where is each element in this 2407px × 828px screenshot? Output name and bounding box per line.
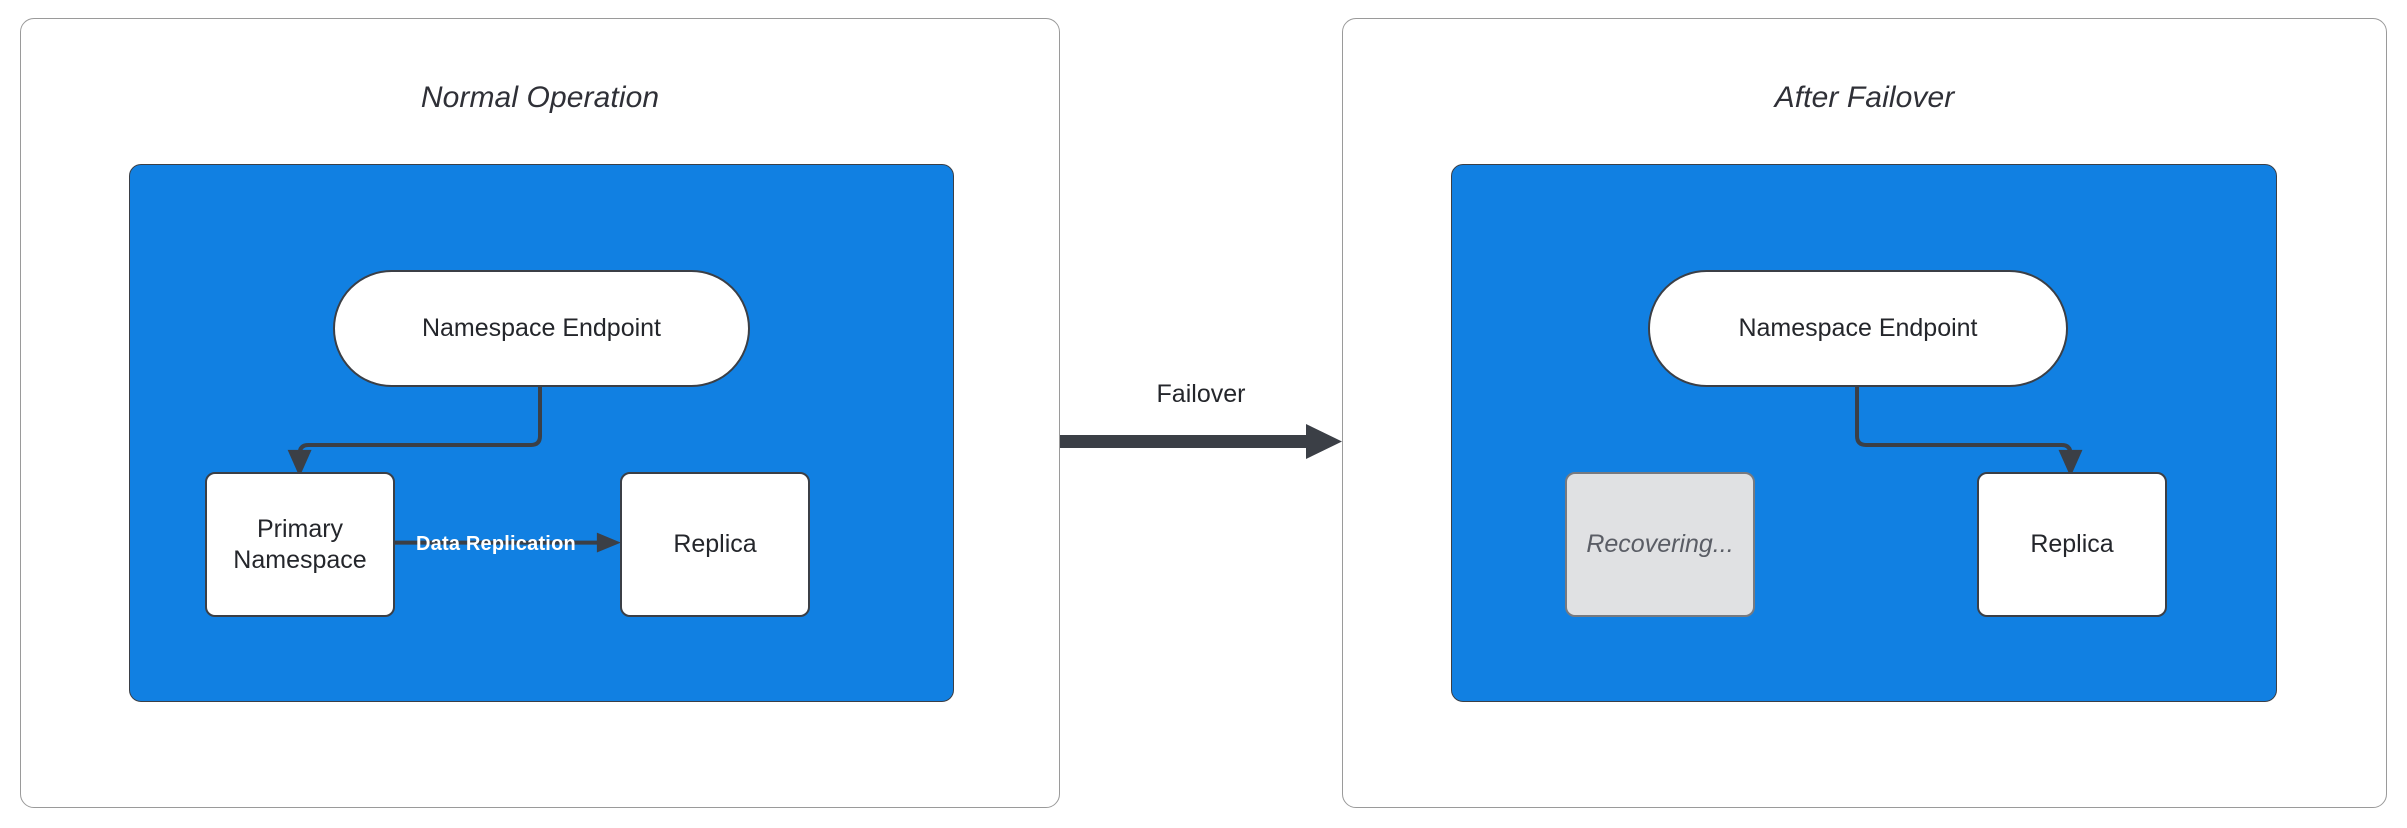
blue-region-right: Namespace Endpoint Recovering... Replica xyxy=(1451,164,2277,702)
node-namespace-endpoint-right[interactable]: Namespace Endpoint xyxy=(1648,270,2068,387)
primary-namespace-line-1: Primary xyxy=(256,515,344,543)
node-replica-right[interactable]: Replica xyxy=(1977,472,2167,617)
node-recovering[interactable]: Recovering... xyxy=(1565,472,1755,617)
connector-endpoint-to-replica xyxy=(1855,386,2083,477)
node-namespace-endpoint-left[interactable]: Namespace Endpoint xyxy=(333,270,750,387)
node-primary-namespace[interactable]: Primary Namespace xyxy=(205,472,395,617)
edge-label-data-replication: Data Replication xyxy=(416,533,576,555)
panel-after-failover: After Failover Namespace Endpoint Recove… xyxy=(1342,18,2387,808)
failover-transition: Failover xyxy=(1060,380,1342,500)
arrowhead-replication xyxy=(596,532,621,553)
failover-arrow-icon xyxy=(1060,424,1342,459)
primary-namespace-line-2: Namespace xyxy=(233,545,367,574)
blue-region-left: Namespace Endpoint Primary Namespace Rep… xyxy=(129,164,954,702)
connector-endpoint-to-primary xyxy=(287,386,542,477)
connector-data-replication xyxy=(394,532,621,553)
node-replica-left[interactable]: Replica xyxy=(620,472,810,617)
panel-normal-operation: Normal Operation Namespace Endpoint Prim… xyxy=(20,18,1060,808)
panel-title-after-failover: After Failover xyxy=(1774,81,1955,114)
panel-title-normal-operation: Normal Operation xyxy=(420,81,660,114)
failover-arrow-label: Failover xyxy=(1156,380,1246,408)
